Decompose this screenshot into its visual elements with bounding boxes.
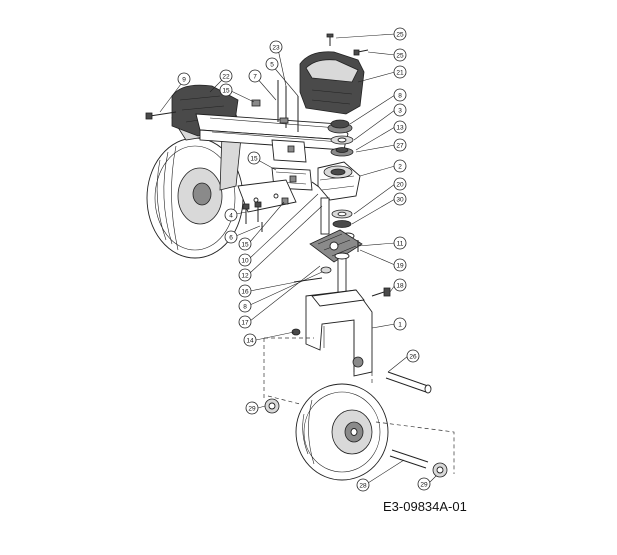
svg-text:16: 16 xyxy=(241,288,249,295)
callout-28: 28 xyxy=(356,478,370,492)
callout-10: 10 xyxy=(238,253,252,267)
callout-2: 2 xyxy=(393,159,407,173)
callout-29-left: 29 xyxy=(245,401,259,415)
svg-text:22: 22 xyxy=(222,73,230,80)
part-1-fork-yoke xyxy=(291,289,373,377)
svg-text:15: 15 xyxy=(250,155,258,162)
svg-text:21: 21 xyxy=(396,69,404,76)
assembly-dashed-lines xyxy=(263,337,455,474)
svg-text:5: 5 xyxy=(270,61,274,68)
callout-6: 6 xyxy=(224,230,238,244)
callout-3: 3 xyxy=(393,103,407,117)
svg-text:7: 7 xyxy=(253,73,257,80)
left-wheel xyxy=(146,137,244,259)
callout-15-mid: 15 xyxy=(247,151,261,165)
svg-text:15: 15 xyxy=(222,87,230,94)
svg-text:1: 1 xyxy=(398,321,402,328)
callout-13: 13 xyxy=(393,120,407,134)
callout-15-top: 15 xyxy=(219,83,233,97)
callout-27: 27 xyxy=(393,138,407,152)
svg-text:8: 8 xyxy=(398,92,402,99)
part-2-housing xyxy=(317,161,361,201)
callout-15-low: 15 xyxy=(238,237,252,251)
callout-20: 20 xyxy=(393,177,407,191)
callout-25-top: 25 xyxy=(393,27,407,41)
part-26-axle xyxy=(385,371,432,394)
bottom-wheel xyxy=(295,383,389,481)
svg-text:29: 29 xyxy=(248,405,256,412)
callout-8-low: 8 xyxy=(238,299,252,313)
svg-text:14: 14 xyxy=(246,337,254,344)
svg-text:4: 4 xyxy=(229,212,233,219)
svg-text:20: 20 xyxy=(396,181,404,188)
callout-5: 5 xyxy=(265,57,279,71)
callout-1: 1 xyxy=(393,317,407,331)
callout-7: 7 xyxy=(248,69,262,83)
callout-8-top: 8 xyxy=(393,88,407,102)
part-21-cover xyxy=(299,51,365,115)
svg-text:29: 29 xyxy=(420,481,428,488)
svg-text:23: 23 xyxy=(272,44,280,51)
callout-17: 17 xyxy=(238,315,252,329)
part-19-plate xyxy=(309,229,363,263)
callout-22: 22 xyxy=(219,69,233,83)
svg-text:17: 17 xyxy=(241,319,249,326)
svg-text:8: 8 xyxy=(243,303,247,310)
svg-text:2: 2 xyxy=(398,163,402,170)
svg-text:11: 11 xyxy=(397,240,404,247)
drawing-reference-code: E3-09834A-01 xyxy=(383,499,467,514)
lower-shaft-and-fasteners xyxy=(293,240,391,299)
top-screws xyxy=(326,33,369,56)
callout-9: 9 xyxy=(177,72,191,86)
svg-text:30: 30 xyxy=(396,196,404,203)
callout-29-right: 29 xyxy=(417,477,431,491)
callout-16: 16 xyxy=(238,284,252,298)
svg-text:13: 13 xyxy=(396,124,404,131)
callout-30: 30 xyxy=(393,192,407,206)
callout-4: 4 xyxy=(224,208,238,222)
svg-text:3: 3 xyxy=(398,107,402,114)
callout-11: 11 xyxy=(393,236,407,250)
svg-text:25: 25 xyxy=(396,52,404,59)
callout-18: 18 xyxy=(393,278,407,292)
callout-25: 25 xyxy=(393,48,407,62)
leader-lines xyxy=(159,33,437,484)
bottom-spacers xyxy=(264,398,448,478)
svg-text:18: 18 xyxy=(396,282,404,289)
callout-19: 19 xyxy=(393,258,407,272)
svg-text:15: 15 xyxy=(241,241,249,248)
callout-23: 23 xyxy=(269,40,283,54)
callout-26: 26 xyxy=(406,349,420,363)
svg-text:19: 19 xyxy=(396,262,404,269)
svg-text:12: 12 xyxy=(241,272,249,279)
part-9-bolt xyxy=(145,111,177,120)
svg-text:6: 6 xyxy=(229,234,233,241)
front-axle-beam xyxy=(195,113,349,151)
svg-text:28: 28 xyxy=(359,482,367,489)
svg-text:10: 10 xyxy=(241,257,249,264)
svg-text:25: 25 xyxy=(396,31,404,38)
svg-text:26: 26 xyxy=(409,353,417,360)
callout-21: 21 xyxy=(393,65,407,79)
bearing-stack xyxy=(327,119,354,157)
callout-12: 12 xyxy=(238,268,252,282)
svg-text:27: 27 xyxy=(396,142,404,149)
callout-14: 14 xyxy=(243,333,257,347)
mount-plate xyxy=(237,179,297,213)
svg-text:9: 9 xyxy=(182,76,186,83)
